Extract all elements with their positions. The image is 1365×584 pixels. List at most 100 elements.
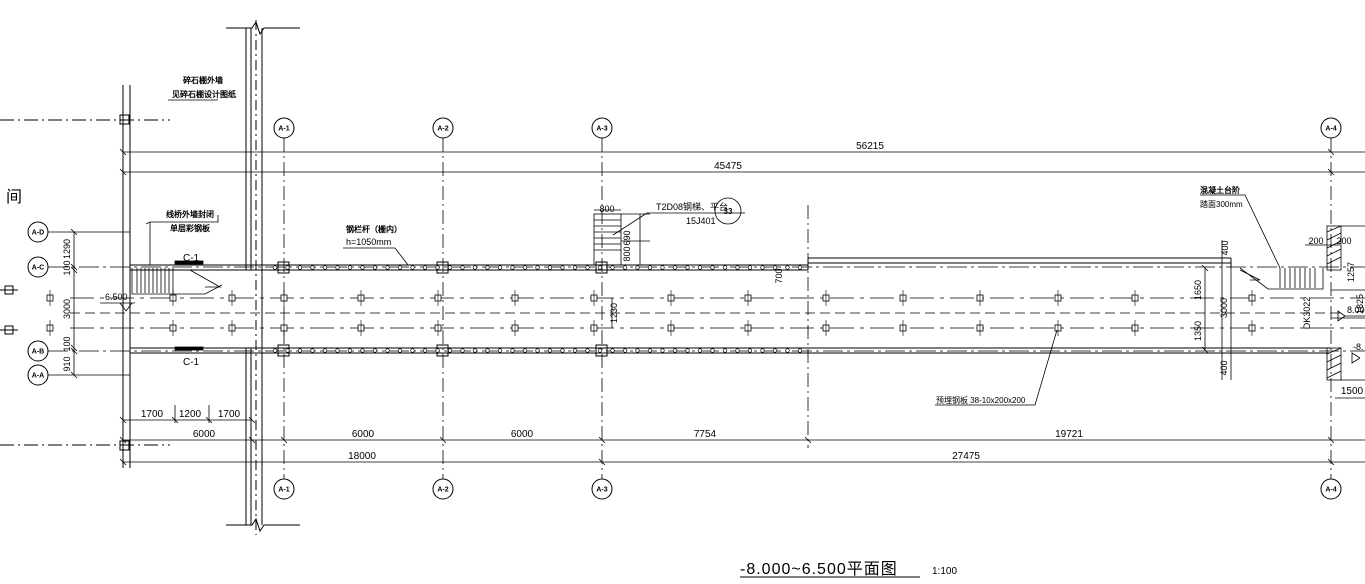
railing-post: [360, 348, 365, 353]
railing-post: [785, 265, 790, 270]
railing-post: [460, 265, 465, 270]
railing-post: [335, 265, 340, 270]
leader-lines: [145, 99, 1281, 406]
dim-right-200b: 200: [1336, 236, 1351, 246]
elevation-right-2: -8.: [1353, 342, 1364, 352]
railing-post: [285, 348, 290, 353]
dim-left-910: 910: [62, 356, 72, 371]
railing-post: [747, 265, 753, 270]
railing-post: [522, 265, 528, 270]
dim-right-200a: 200: [1308, 236, 1323, 246]
railing-post: [397, 348, 403, 353]
railing-post: [310, 265, 315, 270]
railing-post: [510, 348, 515, 353]
dim-stair: 800: [599, 204, 614, 214]
axis-bubble-left: A-C: [27, 256, 49, 278]
railing-post: [435, 265, 440, 270]
railing-post: [460, 348, 465, 353]
building-wall: [226, 20, 300, 535]
railing-post: [597, 348, 603, 353]
railing-post: [672, 348, 678, 353]
axis-bubble-bottom: A-4: [1320, 478, 1342, 500]
axis-bubble-top: A-3: [591, 117, 613, 139]
railing-post: [660, 265, 665, 270]
railing-post: [622, 348, 628, 353]
dim-sub: 45475: [714, 161, 742, 172]
railing-post: [535, 348, 540, 353]
svg-text:A-B: A-B: [32, 349, 44, 356]
left-building: [0, 85, 170, 468]
railing-post: [572, 265, 578, 270]
dim-left-1290: 1290: [62, 239, 72, 259]
railing-post: [547, 265, 553, 270]
dim-bottom-6000b: 6000: [352, 429, 375, 440]
axis-bubble-bottom: A-3: [591, 478, 613, 500]
dim-bottom-6000c: 6000: [511, 429, 534, 440]
railing-post: [447, 265, 453, 270]
railing-post: [310, 348, 315, 353]
svg-text:A-C: A-C: [32, 265, 44, 272]
plate-note: 预埋钢板 38-10x200x200: [936, 395, 1026, 405]
axis-bubble-bottom: A-2: [432, 478, 454, 500]
dim-stair-v1: 690: [622, 230, 632, 245]
dim-right-1257: 1257: [1346, 262, 1356, 282]
dim-bottom-1700b: 1700: [218, 409, 241, 420]
grid-axis-top: A-1 A-2 A-3 A-4: [273, 117, 1342, 139]
dim-left-3000: 3000: [62, 299, 72, 319]
railing-post: [485, 348, 490, 353]
railing-post: [647, 348, 653, 353]
rail-note-1: 钢栏杆（栅内）: [346, 224, 402, 234]
railing-post: [510, 265, 515, 270]
railing-post: [372, 265, 378, 270]
dim-right-1650: 1650: [1193, 280, 1203, 300]
railing-post: [710, 265, 715, 270]
dim-bottom-19721: 19721: [1055, 429, 1083, 440]
elevation-markers: [100, 302, 1365, 364]
dimension-lines-bottom: [119, 397, 1365, 466]
railing-post: [597, 265, 603, 270]
rail-note-2: h=1050mm: [346, 237, 391, 247]
window-c1-top: C-1: [183, 253, 200, 264]
axis-bubble-left: A-D: [27, 221, 49, 243]
dimension-lines-top: [119, 148, 1365, 380]
stair-ref-2: 15J401: [686, 216, 716, 226]
railing-post: [297, 348, 303, 353]
svg-text:A-4: A-4: [1325, 487, 1336, 494]
railing-post: [635, 348, 640, 353]
railing-post: [797, 348, 803, 353]
railing-post: [610, 265, 615, 270]
axis-bubble-left: A-A: [27, 364, 49, 386]
axis-bubble-left: A-B: [27, 340, 49, 362]
embedded-plates: [46, 290, 1256, 336]
railing-post: [385, 348, 390, 353]
axis-bubble-top: A-4: [1320, 117, 1342, 139]
railing-post: [772, 265, 778, 270]
mid-stair: [593, 213, 650, 266]
dim-left-100a: 100: [62, 260, 72, 275]
railing-post: [647, 265, 653, 270]
svg-text:A-2: A-2: [437, 487, 448, 494]
elevation-left: 6.500: [105, 292, 128, 302]
railing-post: [547, 348, 553, 353]
railing-post: [585, 265, 590, 270]
dim-bottom-7754: 7754: [694, 429, 717, 440]
railing-post: [622, 265, 628, 270]
dimension-lines-right: [611, 264, 1232, 380]
railing-post: [710, 348, 715, 353]
axis-bubble-top: A-2: [432, 117, 454, 139]
railing-post: [322, 348, 328, 353]
railing-post: [335, 348, 340, 353]
right-stair: [1239, 225, 1365, 381]
railing-post: [560, 348, 565, 353]
railing-post: [522, 348, 528, 353]
railing-post: [410, 265, 415, 270]
step-note-2: 踏面300mm: [1200, 199, 1243, 209]
grid-axis-left: A-D A-C A-B A-A: [27, 221, 49, 386]
wall-note-1: 线桥外墙封闭: [166, 209, 214, 219]
railing-post: [735, 265, 740, 270]
dim-bottom-1200: 1200: [179, 409, 202, 420]
railing-post: [722, 348, 728, 353]
railing-post: [785, 348, 790, 353]
svg-text:A-2: A-2: [437, 126, 448, 133]
